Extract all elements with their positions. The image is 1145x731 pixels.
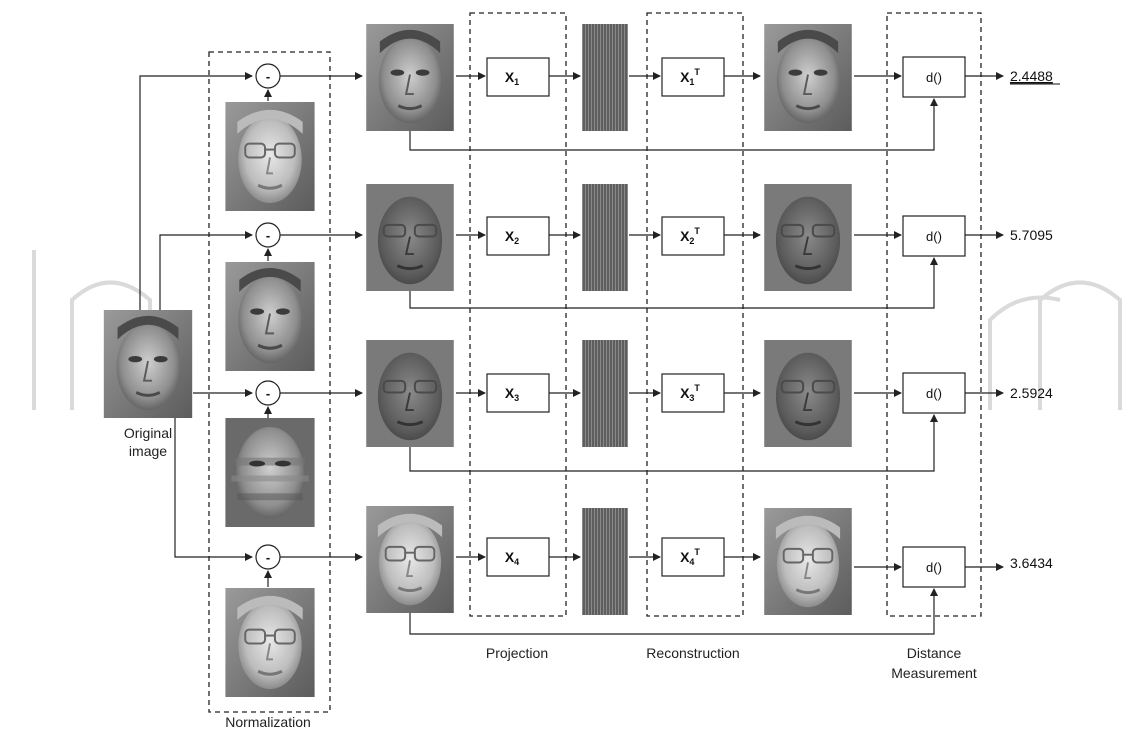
projection-label-3: X3 [505,385,519,403]
to-distance-arrows [854,72,902,571]
distance-label-2: d() [926,229,942,244]
mean-face-1 [225,102,315,211]
reconstruction-label-1: X1T [680,67,700,87]
reconstructed-face-3 [763,340,853,447]
coefficient-strip-2 [582,184,628,291]
projection-label-2: X2 [505,228,519,246]
minus-symbol-3: - [266,386,270,401]
distance-label-3: d() [926,386,942,401]
reconstructed-face-4 [763,508,853,615]
normalization-stage-box [208,51,331,713]
projection-stage-box [469,12,567,617]
normalized-face-2 [365,184,455,291]
reconstructed-face-2 [763,184,853,291]
original-image-label-line2: image [129,443,167,459]
mean-face-4 [225,588,315,697]
input-connectors [139,72,253,561]
output-value-4: 3.6434 [1010,555,1053,571]
reconstruction-label-2: X2T [680,226,700,246]
feedback-connectors [409,98,938,635]
projection-label-1: X1 [505,69,519,87]
minus-to-normalized-arrows [280,72,363,561]
coefficient-strip-4 [582,508,628,615]
original-image [103,310,193,418]
distance-stage-label: Distance [907,645,962,661]
to-reconstruction-arrows [629,72,661,561]
minus-symbol-1: - [266,69,270,84]
reconstruction-stage-box [646,12,744,617]
to-coefficient-arrows [549,72,581,561]
normalized-face-4 [365,506,455,613]
reconstructed-face-1 [763,24,853,131]
mean-face-2 [225,262,315,371]
reconstruction-stage-label: Reconstruction [646,645,739,661]
minus-symbol-4: - [266,550,270,565]
output-arrows [965,72,1004,571]
coefficient-strip-1 [582,24,628,131]
distance-stage-label-line2: Measurement [891,665,977,681]
minus-symbol-2: - [266,228,270,243]
normalized-face-1 [365,24,455,131]
distance-label-4: d() [926,560,942,575]
coefficient-strip-3 [582,340,628,447]
minus-nodes [255,63,281,570]
output-value-1: 2.4488 [1010,68,1053,84]
watermark [32,250,1122,410]
reconstruction-label-4: X4T [680,547,700,567]
distance-label-1: d() [926,70,942,85]
projection-label-4: X4 [505,549,519,567]
normalized-face-3 [365,340,455,447]
output-value-2: 5.7095 [1010,227,1053,243]
reconstruction-blocks [661,57,725,577]
projection-stage-label: Projection [486,645,548,661]
distance-blocks [902,56,966,588]
to-projection-arrows [456,72,486,561]
projection-blocks [486,57,550,577]
to-reconstructed-face-arrows [724,72,761,561]
original-image-label: Original [124,425,172,441]
normalization-stage-label: Normalization [225,714,311,730]
reconstruction-label-3: X3T [680,383,700,403]
distance-stage-box [886,12,982,617]
output-value-3: 2.5924 [1010,385,1053,401]
mean-face-3 [225,418,315,527]
